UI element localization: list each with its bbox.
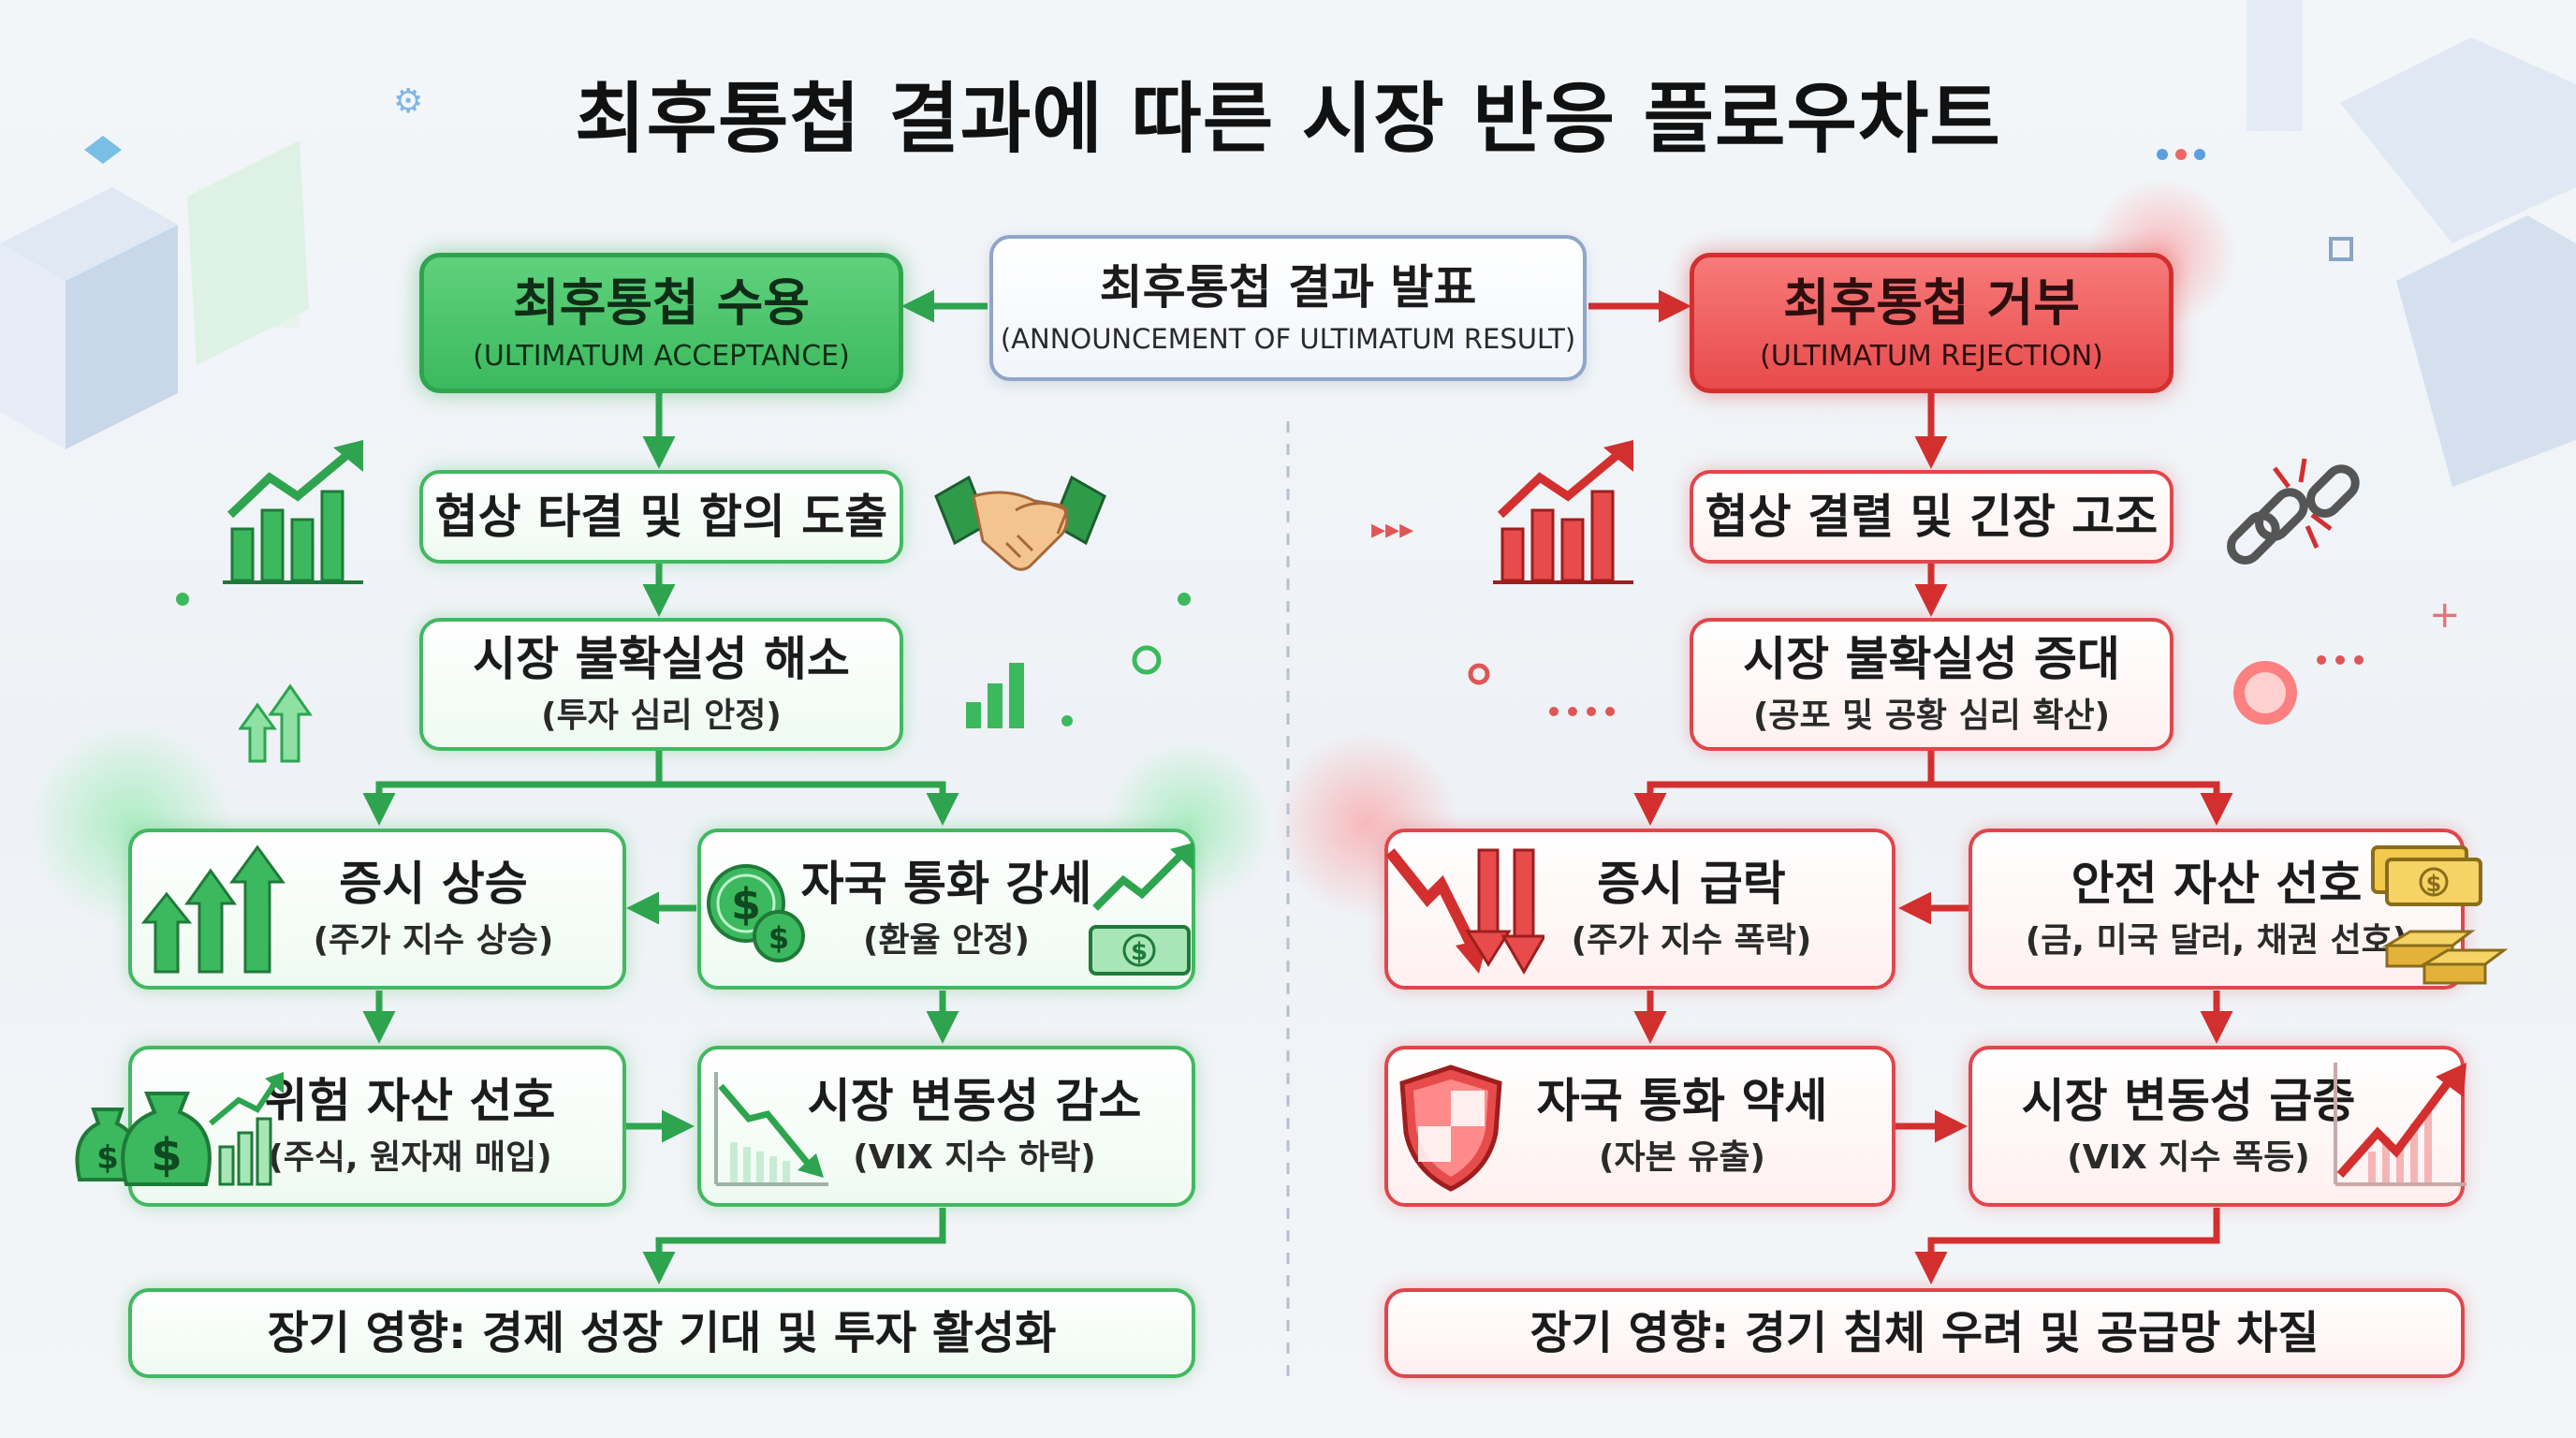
accept-step2-box: 시장 불확실성 해소 (투자 심리 안정) xyxy=(419,618,903,751)
shield-icon xyxy=(1399,1064,1502,1192)
accept-longterm-title: 장기 영향: 경제 성장 기대 및 투자 활성화 xyxy=(267,1307,1057,1359)
announcement-subtitle: (ANNOUNCEMENT OF ULTIMATUM RESULT) xyxy=(1000,323,1576,356)
svg-text:▸▸▸: ▸▸▸ xyxy=(1371,513,1413,546)
reject-header-box: 최후통첩 거부 (ULTIMATUM REJECTION) xyxy=(1690,253,2174,393)
accept-risk-title: 위험 자산 선호 xyxy=(264,1074,556,1129)
reject-safe-title: 안전 자산 선호 xyxy=(2071,857,2363,912)
accept-risk-subtitle: (주식, 원자재 매입) xyxy=(268,1137,552,1177)
accept-risk-box: 위험 자산 선호 (주식, 원자재 매입) xyxy=(128,1046,626,1207)
reject-step1-title: 협상 결렬 및 긴장 고조 xyxy=(1705,489,2159,544)
reject-header-title: 최후통첩 거부 xyxy=(1783,272,2080,332)
page-title: 최후통첩 결과에 따른 시장 반응 플로우차트 xyxy=(575,75,2001,164)
falling-arrows-icon xyxy=(1385,848,1544,975)
broken-chain-icon xyxy=(2227,458,2360,565)
reject-longterm-title: 장기 영향: 경기 침체 우려 및 공급망 차질 xyxy=(1530,1307,2320,1359)
svg-text:+: + xyxy=(2429,594,2461,637)
accept-volatility-box: 시장 변동성 감소 (VIX 지수 하락) xyxy=(697,1046,1195,1207)
handshake-icon xyxy=(934,475,1106,571)
announcement-title: 최후통첩 결과 발표 xyxy=(1099,259,1477,315)
stock-up-arrows-icon xyxy=(140,844,285,974)
svg-text:$: $ xyxy=(1131,938,1148,966)
accept-volatility-subtitle: (VIX 지수 하락) xyxy=(853,1137,1096,1177)
accept-longterm-box: 장기 영향: 경제 성장 기대 및 투자 활성화 xyxy=(128,1288,1195,1378)
money-bags-icon: $ $ xyxy=(75,1072,284,1186)
accept-step1-title: 협상 타결 및 합의 도출 xyxy=(434,489,888,544)
reject-step2-title: 시장 불확실성 증대 xyxy=(1743,632,2120,687)
accept-header-box: 최후통첩 수용 (ULTIMATUM ACCEPTANCE) xyxy=(419,253,903,393)
reject-currency-subtitle: (자본 유출) xyxy=(1599,1137,1765,1177)
accept-step1-box: 협상 타결 및 합의 도출 xyxy=(419,470,903,564)
svg-text:$: $ xyxy=(96,1139,119,1177)
banknote-trend-icon: $ xyxy=(1089,843,1193,976)
reject-stock-subtitle: (주가 지수 폭락) xyxy=(1571,920,1812,960)
reject-header-subtitle: (ULTIMATUM REJECTION) xyxy=(1760,340,2103,374)
rising-bar-chart-icon xyxy=(223,440,363,584)
svg-text:$: $ xyxy=(768,920,789,956)
svg-text:$: $ xyxy=(731,879,761,930)
announcement-box: 최후통첩 결과 발표 (ANNOUNCEMENT OF ULTIMATUM RE… xyxy=(989,235,1587,381)
accept-header-title: 최후통첩 수용 xyxy=(513,272,810,332)
reject-stock-title: 증시 급락 xyxy=(1597,857,1786,912)
reject-volatility-title: 시장 변동성 급증 xyxy=(2021,1074,2356,1129)
accept-step2-title: 시장 불확실성 해소 xyxy=(473,632,850,687)
surging-chart-icon xyxy=(2334,1063,2466,1186)
svg-text:$: $ xyxy=(151,1129,182,1181)
accept-header-subtitle: (ULTIMATUM ACCEPTANCE) xyxy=(473,340,850,374)
dollar-coins-icon: $ $ xyxy=(707,864,805,962)
falling-bar-chart-icon xyxy=(1493,440,1633,584)
accept-stock-subtitle: (주가 지수 상승) xyxy=(313,920,554,960)
reject-volatility-box: 시장 변동성 급증 (VIX 지수 폭등) xyxy=(1969,1046,2465,1207)
accept-currency-subtitle: (환율 안정) xyxy=(863,920,1030,960)
reject-stock-box: 증시 급락 (주가 지수 폭락) xyxy=(1384,829,1895,990)
up-arrows-icon xyxy=(239,683,313,763)
declining-chart-icon xyxy=(714,1072,828,1186)
reject-safe-subtitle: (금, 미국 달러, 채권 선호) xyxy=(2025,920,2408,960)
reject-step1-box: 협상 결렬 및 긴장 고조 xyxy=(1690,470,2174,564)
svg-text:$: $ xyxy=(2426,871,2442,897)
reject-longterm-box: 장기 영향: 경기 침체 우려 및 공급망 차질 xyxy=(1384,1288,2465,1378)
accept-stock-title: 증시 상승 xyxy=(339,857,528,912)
reject-currency-title: 자국 통화 약세 xyxy=(1536,1074,1828,1129)
accept-step2-subtitle: (투자 심리 안정) xyxy=(541,696,782,735)
accept-volatility-title: 시장 변동성 감소 xyxy=(807,1074,1142,1129)
reject-step2-subtitle: (공포 및 공황 심리 확산) xyxy=(1752,696,2111,735)
accept-currency-title: 자국 통화 강세 xyxy=(800,857,1092,912)
gold-bars-icon: $ xyxy=(2371,845,2509,985)
reject-step2-box: 시장 불확실성 증대 (공포 및 공황 심리 확산) xyxy=(1690,618,2174,751)
small-bar-chart-icon xyxy=(966,663,1024,728)
svg-text:⚙: ⚙ xyxy=(393,82,423,121)
reject-volatility-subtitle: (VIX 지수 폭등) xyxy=(2067,1137,2310,1177)
